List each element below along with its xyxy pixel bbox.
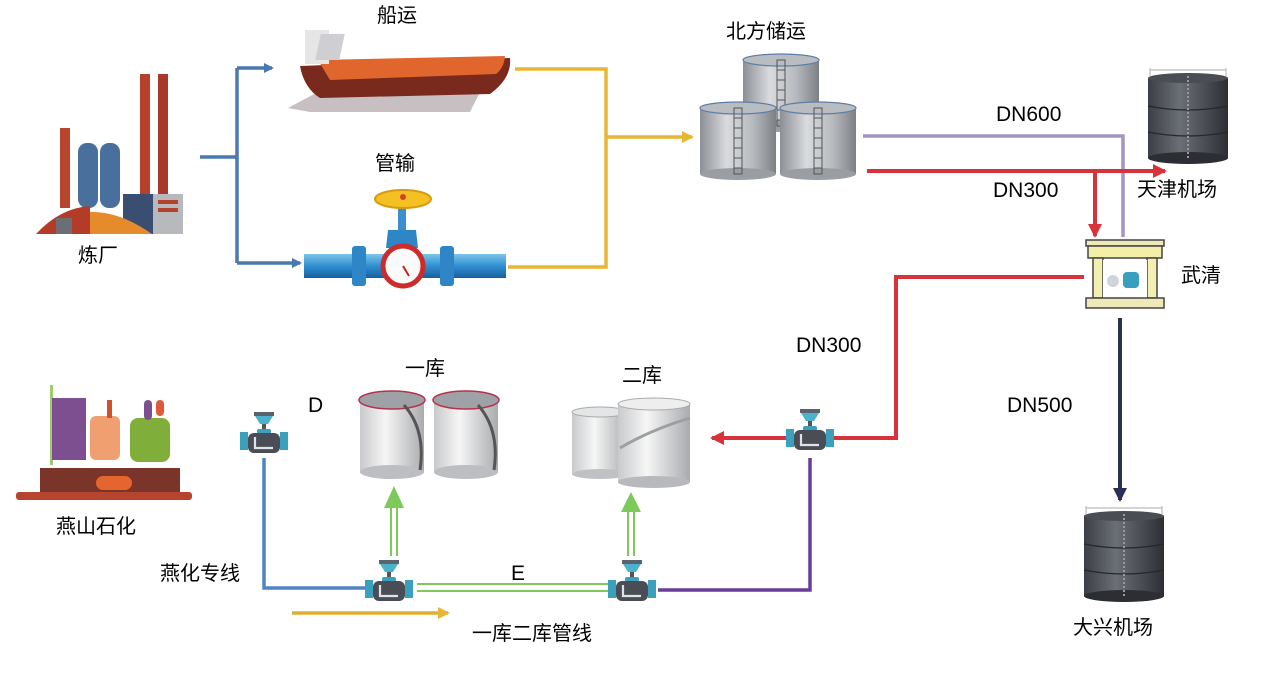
dn300-mid-label: DN300	[796, 334, 861, 357]
dn300-top-label: DN300	[993, 179, 1058, 202]
dn300-top-pipe-line	[867, 164, 1167, 238]
dn600-label: DN600	[996, 103, 1061, 126]
depot1-label: 一库	[405, 356, 445, 380]
line-d-label: D	[308, 394, 323, 417]
refinery-output-lines	[200, 63, 302, 268]
ship-label: 船运	[377, 3, 417, 27]
tianjin-airport-tank-icon	[1147, 67, 1229, 165]
yanhua-pipe-line	[262, 458, 366, 590]
north-storage-tanks-icon	[699, 53, 857, 181]
pipeline-valve-gauge-icon	[304, 189, 506, 289]
north-storage-label: 北方储运	[726, 19, 806, 43]
line-e-green-pipes	[390, 508, 635, 592]
pipeline-label: 管输	[375, 151, 415, 175]
purple-return-pipe-line	[658, 458, 812, 592]
depot2-label: 二库	[622, 363, 662, 387]
yanshan-petrochemical-plant-icon	[16, 385, 192, 500]
dn600-pipe-line	[863, 134, 1125, 237]
dn500-label: DN500	[1007, 394, 1072, 417]
depot1-tanks-icon	[358, 390, 500, 479]
valve-dn300-icon[interactable]	[784, 407, 836, 452]
line-e-label: E	[511, 562, 525, 585]
depot1-up-arrow	[384, 486, 404, 508]
wuqing-label: 武清	[1181, 263, 1221, 287]
tianjin-airport-label: 天津机场	[1137, 177, 1217, 201]
valve-depot2-icon[interactable]	[606, 558, 658, 603]
refinery-factory-icon	[36, 74, 183, 234]
oil-tanker-ship-icon	[288, 30, 511, 112]
refinery-label: 炼厂	[78, 243, 118, 267]
depot2-tanks-icon	[571, 397, 691, 488]
dn300-mid-pipe-line	[710, 275, 1084, 445]
valve-depot1-icon[interactable]	[363, 558, 415, 603]
wuqing-pump-station-icon	[1085, 239, 1165, 309]
valve-d-icon[interactable]	[238, 410, 290, 455]
daxing-airport-tank-icon	[1083, 505, 1165, 603]
depot2-up-arrow	[621, 492, 641, 512]
yanshan-label: 燕山石化	[56, 514, 136, 538]
to-north-storage-lines	[508, 67, 694, 269]
daxing-airport-label: 大兴机场	[1073, 615, 1153, 639]
depot-line-label: 一库二库管线	[472, 621, 592, 645]
yanhua-line-label: 燕化专线	[160, 561, 240, 585]
